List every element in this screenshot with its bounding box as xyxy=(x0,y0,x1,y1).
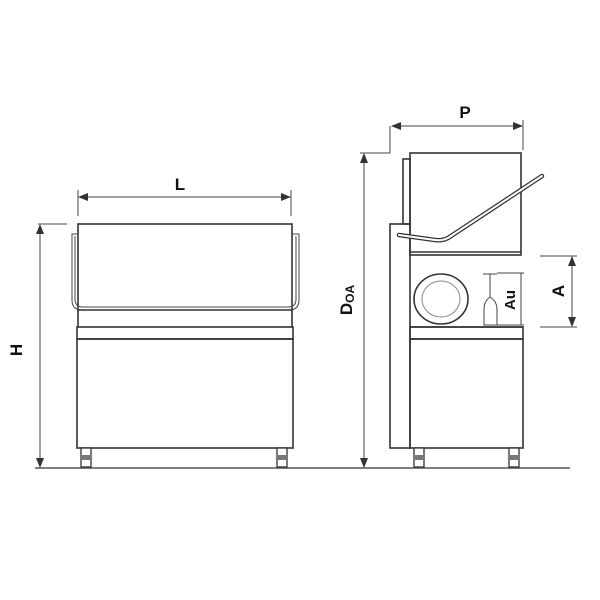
front-hood-handle xyxy=(71,233,300,311)
useful-height-label: Au xyxy=(502,290,519,310)
height-label: H xyxy=(7,344,26,356)
plate-icon xyxy=(413,273,469,325)
front-band xyxy=(76,326,294,340)
side-view xyxy=(389,152,545,468)
clearance-label: A xyxy=(549,285,568,297)
front-view xyxy=(71,223,300,468)
side-base xyxy=(409,338,524,449)
side-back-panel xyxy=(402,158,411,225)
front-hood xyxy=(77,223,293,311)
open-height-label-sub: OA xyxy=(343,285,357,303)
open-height-label: DOA xyxy=(337,285,357,316)
wine-glass-icon xyxy=(483,273,498,326)
width-label: L xyxy=(175,175,185,194)
side-hood xyxy=(409,152,522,256)
open-height-label-main: D xyxy=(337,303,356,315)
side-band xyxy=(409,326,524,340)
depth-label: P xyxy=(459,103,470,122)
front-base xyxy=(76,338,294,449)
side-column xyxy=(389,223,411,449)
